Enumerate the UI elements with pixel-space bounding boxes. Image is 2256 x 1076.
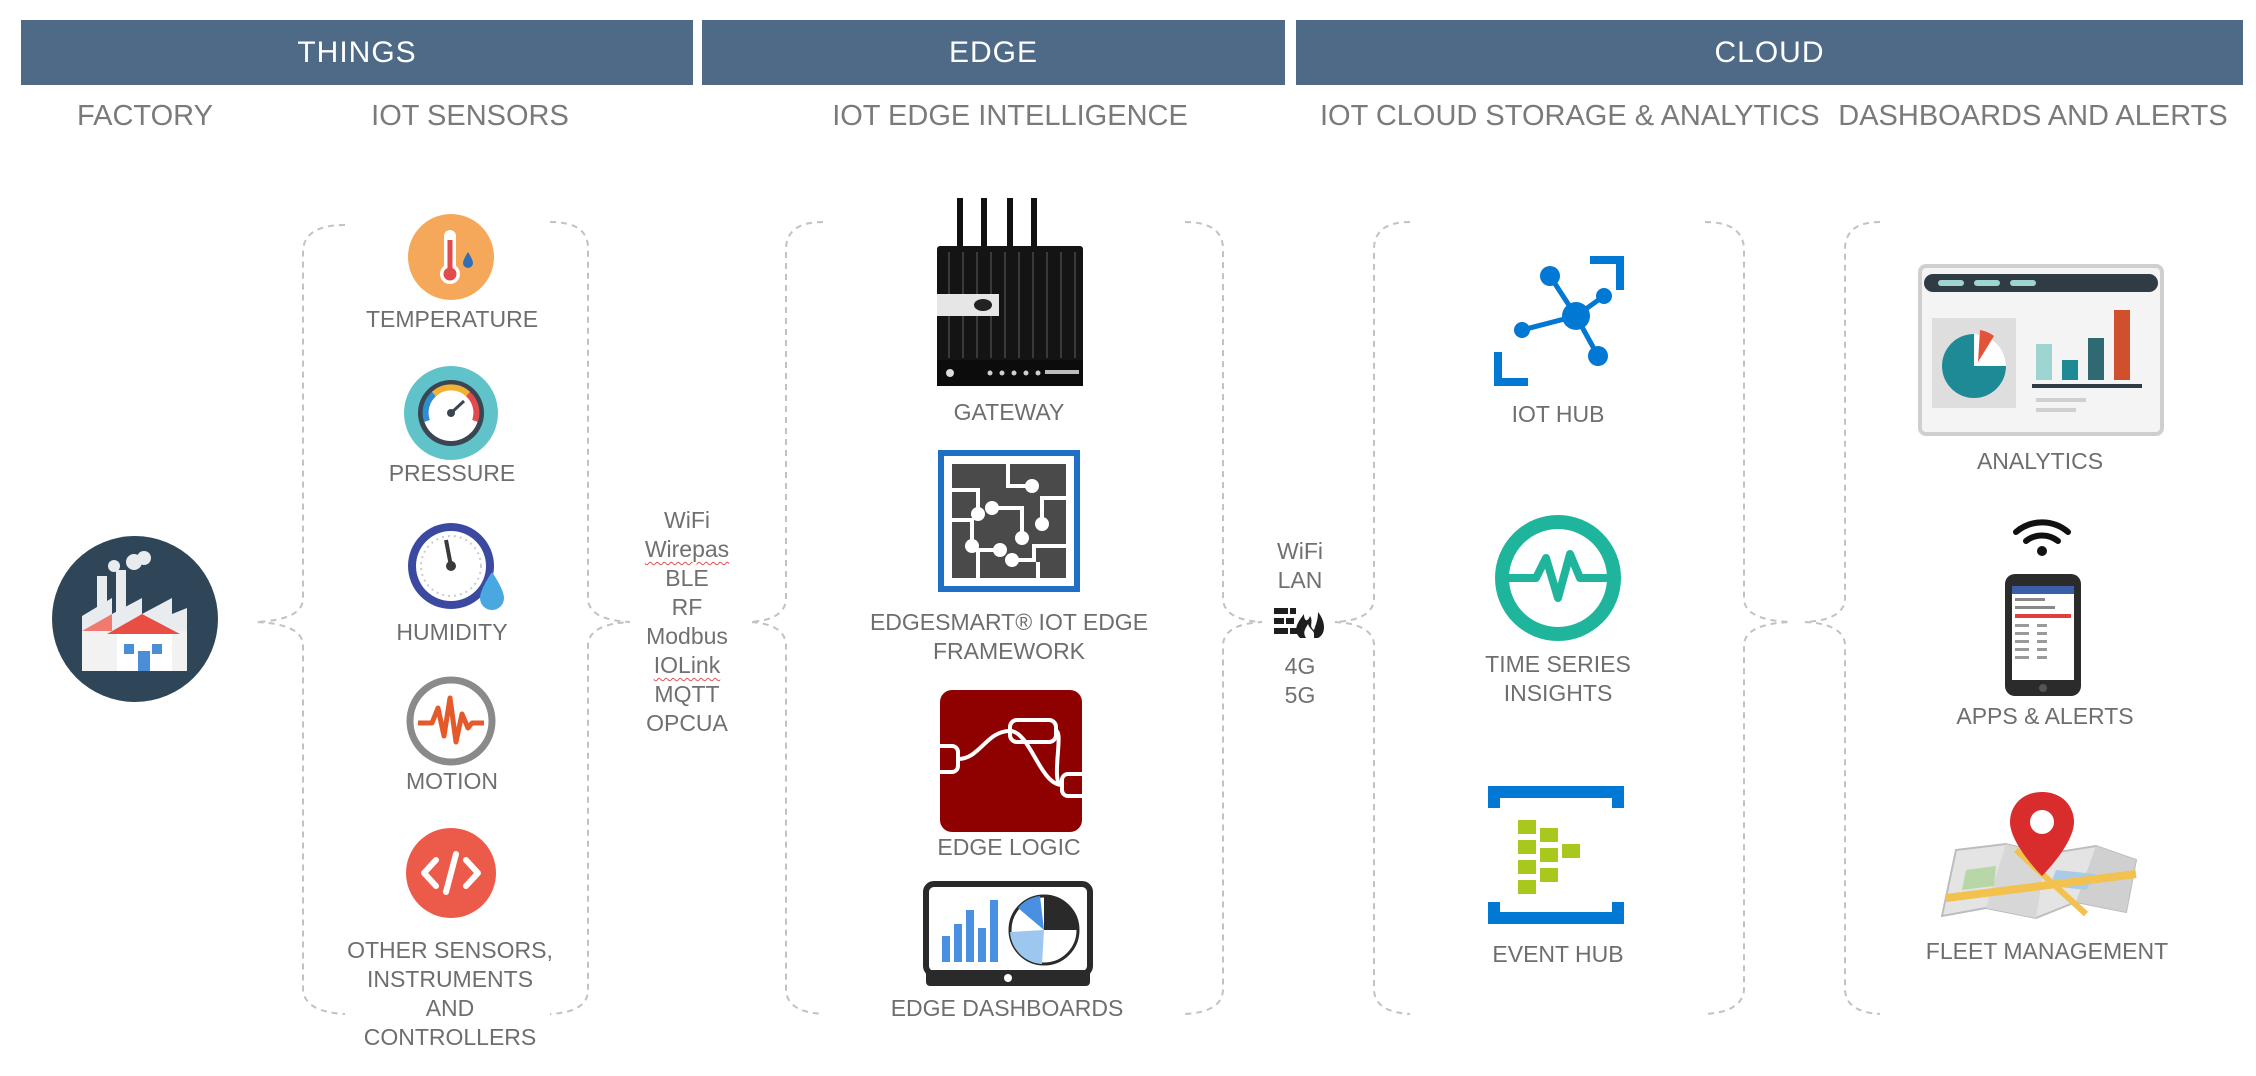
edge-dashboards-label: EDGE DASHBOARDS <box>890 995 1124 1021</box>
motion-icon <box>406 676 496 766</box>
analytics-icon <box>1918 264 2164 436</box>
event-hub-label: EVENT HUB <box>1492 941 1624 967</box>
iot-hub-icon <box>1494 256 1624 386</box>
other-sensors-label: OTHER SENSORS, INSTRUMENTS AND CONTROLLE… <box>330 936 570 1052</box>
framework-label-line-2: FRAMEWORK <box>932 638 1086 664</box>
cloud-protocols-top: WiFi LAN <box>1260 537 1340 595</box>
code-icon <box>406 828 496 918</box>
other-sensors-line-1: OTHER SENSORS, <box>347 937 553 963</box>
dashboards-subheader: DASHBOARDS AND ALERTS <box>1838 100 2228 132</box>
factory-subheader: FACTORY <box>77 100 213 132</box>
cloud-left-bracket <box>1334 221 1411 1015</box>
time-series-insights-icon <box>1495 515 1621 641</box>
iot-hub-label: IOT HUB <box>1511 401 1605 427</box>
wifi-icon <box>2013 519 2071 556</box>
temperature-label: TEMPERATURE <box>365 306 539 332</box>
edge-banner: EDGE <box>702 20 1285 85</box>
cloud-protocol-wifi: WiFi <box>1277 538 1323 564</box>
analytics-label: ANALYTICS <box>1976 448 2104 474</box>
temperature-icon <box>408 214 494 300</box>
cloud-banner: CLOUD <box>1296 20 2243 85</box>
cloud-protocol-4g: 4G <box>1284 653 1316 679</box>
protocol-wifi: WiFi <box>664 507 710 533</box>
protocol-modbus: Modbus <box>646 623 728 649</box>
framework-label: EDGESMART® IOT EDGE FRAMEWORK <box>859 608 1159 666</box>
other-sensors-line-4: CONTROLLERS <box>363 1024 537 1050</box>
sensors-subheader: IOT SENSORS <box>371 100 569 132</box>
edge-dashboard-icon <box>923 881 1093 986</box>
cloud-protocols-bottom: 4G 5G <box>1260 652 1340 710</box>
sensors-right-bracket <box>549 221 631 1015</box>
cloud-right-bracket <box>1704 221 1791 1015</box>
sensors-left-bracket <box>255 224 346 1015</box>
edge-left-bracket <box>749 221 824 1015</box>
protocol-opcua: OPCUA <box>646 710 728 736</box>
humidity-label: HUMIDITY <box>396 619 508 645</box>
other-sensors-line-2: INSTRUMENTS <box>366 966 534 992</box>
edge-right-bracket <box>1184 221 1263 1015</box>
fleet-map-icon <box>1940 792 2138 920</box>
gateway-label: GATEWAY <box>953 399 1065 425</box>
event-hub-icon <box>1488 786 1624 924</box>
edge-protocols-list: WiFi Wirepas BLE RF Modbus IOLink MQTT O… <box>617 506 757 738</box>
pressure-icon <box>404 366 498 460</box>
protocol-wirepas: Wirepas <box>644 536 730 562</box>
things-banner: THINGS <box>21 20 693 85</box>
node-red-icon <box>940 690 1082 832</box>
firewall-icon <box>1274 608 1324 638</box>
cloud-protocol-5g: 5G <box>1284 682 1316 708</box>
protocol-mqtt: MQTT <box>654 681 720 707</box>
cloud-storage-subheader: IOT CLOUD STORAGE & ANALYTICS <box>1320 100 1820 132</box>
mobile-app-icon <box>2005 574 2081 696</box>
cloud-protocol-lan: LAN <box>1277 567 1323 593</box>
edge-logic-label: EDGE LOGIC <box>937 834 1081 860</box>
gateway-icon <box>937 198 1083 386</box>
tsi-label: TIME SERIES INSIGHTS <box>1458 650 1658 708</box>
other-sensors-line-3: AND <box>425 995 475 1021</box>
apps-alerts-label: APPS & ALERTS <box>1956 703 2134 729</box>
framework-label-line-1: EDGESMART® IOT EDGE <box>869 609 1149 635</box>
motion-label: MOTION <box>406 768 498 794</box>
tsi-label-line-2: INSIGHTS <box>1503 680 1613 706</box>
dashboards-left-bracket <box>1804 221 1881 1015</box>
protocol-ble: BLE <box>665 565 709 591</box>
humidity-icon <box>408 523 504 610</box>
fleet-management-label: FLEET MANAGEMENT <box>1925 938 2169 964</box>
tsi-label-line-1: TIME SERIES <box>1485 651 1631 677</box>
edge-intelligence-subheader: IOT EDGE INTELLIGENCE <box>832 100 1188 132</box>
pressure-label: PRESSURE <box>388 460 516 486</box>
protocol-iolink: IOLink <box>653 652 721 678</box>
protocol-rf: RF <box>671 594 703 620</box>
factory-icon <box>52 536 218 702</box>
circuit-icon <box>938 450 1080 592</box>
